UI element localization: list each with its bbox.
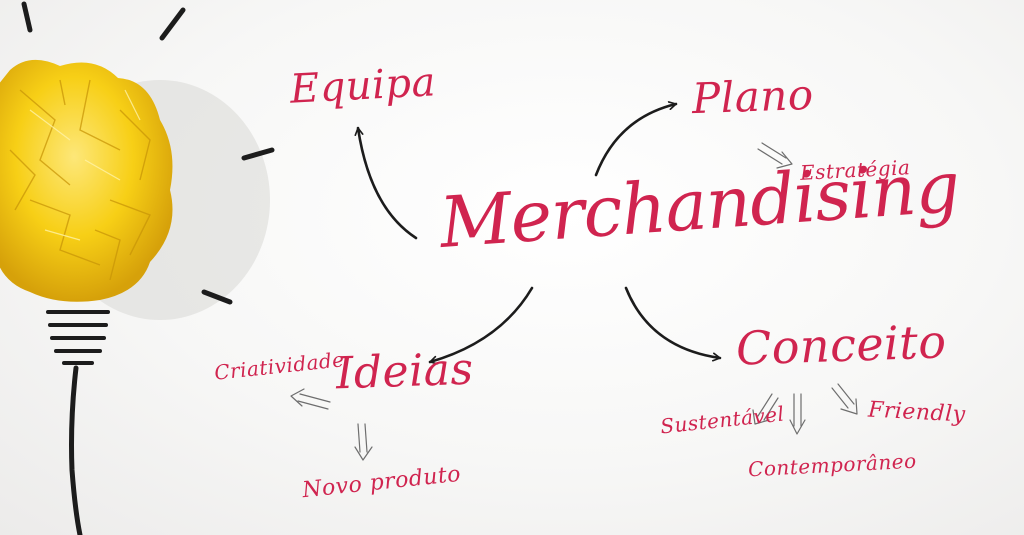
arrow-to-sustentavel bbox=[752, 393, 779, 425]
ray-2 bbox=[159, 7, 186, 41]
bulb-cord bbox=[69, 365, 83, 535]
main-arrows bbox=[358, 104, 722, 362]
arrow-to-estrategia bbox=[757, 142, 793, 169]
arrow-to-friendly bbox=[831, 383, 858, 415]
arrow-to-ideias bbox=[428, 286, 534, 362]
node-conceito: Conceito bbox=[735, 314, 948, 376]
ray-4 bbox=[201, 289, 233, 305]
node-ideias: Ideias bbox=[335, 343, 475, 400]
ray-1 bbox=[21, 1, 33, 33]
arrow-to-plano bbox=[594, 104, 678, 177]
node-equipa: Equipa bbox=[288, 59, 437, 113]
light-rays bbox=[21, 1, 275, 305]
node-friendly: Friendly bbox=[867, 397, 967, 428]
crumpled-paper-lightbulb-icon bbox=[0, 60, 173, 302]
arrow-to-equipa bbox=[358, 126, 418, 240]
node-estrategia: Estratégia bbox=[799, 155, 911, 185]
bulb-base bbox=[46, 310, 110, 365]
arrow-to-novo-produto bbox=[354, 423, 373, 461]
sub-arrows bbox=[290, 142, 858, 461]
arrow-to-conceito bbox=[624, 286, 722, 358]
node-plano: Plano bbox=[691, 69, 815, 124]
arrow-to-contemporaneo bbox=[789, 393, 806, 435]
arrow-to-criatividade bbox=[290, 388, 331, 410]
ray-3 bbox=[241, 147, 275, 161]
